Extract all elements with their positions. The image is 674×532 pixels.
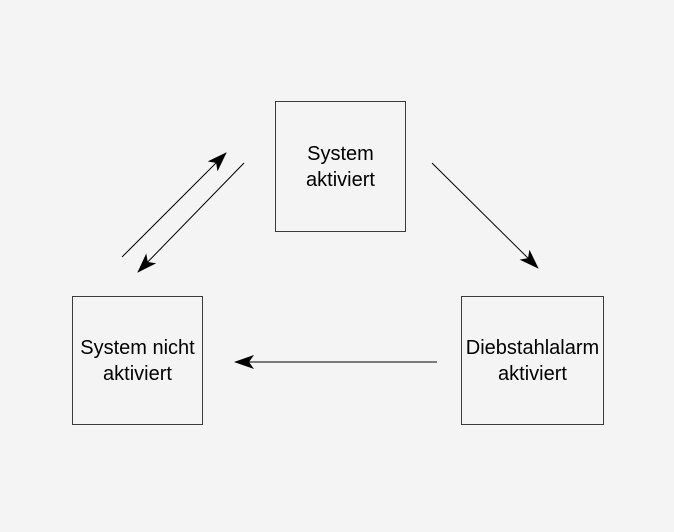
arrow-system-aktiviert-to-diebstahlalarm-aktiviert	[431, 162, 539, 269]
state-label-line: aktiviert	[103, 362, 172, 385]
state-label-line: aktiviert	[498, 362, 567, 385]
arrow-system-nicht-aktiviert-to-system-aktiviert	[121, 152, 227, 258]
arrow-system-aktiviert-to-system-nicht-aktiviert	[137, 162, 245, 273]
state-box-system-nicht-aktiviert: System nicht aktiviert	[72, 296, 203, 425]
state-label-line: System nicht	[80, 336, 195, 359]
state-label-line: Diebstahlalarm	[465, 336, 600, 359]
state-box-system-aktiviert: System aktiviert	[275, 101, 406, 232]
state-label-line: System	[307, 142, 374, 165]
state-label-line: aktiviert	[306, 168, 375, 191]
state-box-diebstahlalarm-aktiviert: Diebstahlalarm aktiviert	[461, 296, 604, 425]
